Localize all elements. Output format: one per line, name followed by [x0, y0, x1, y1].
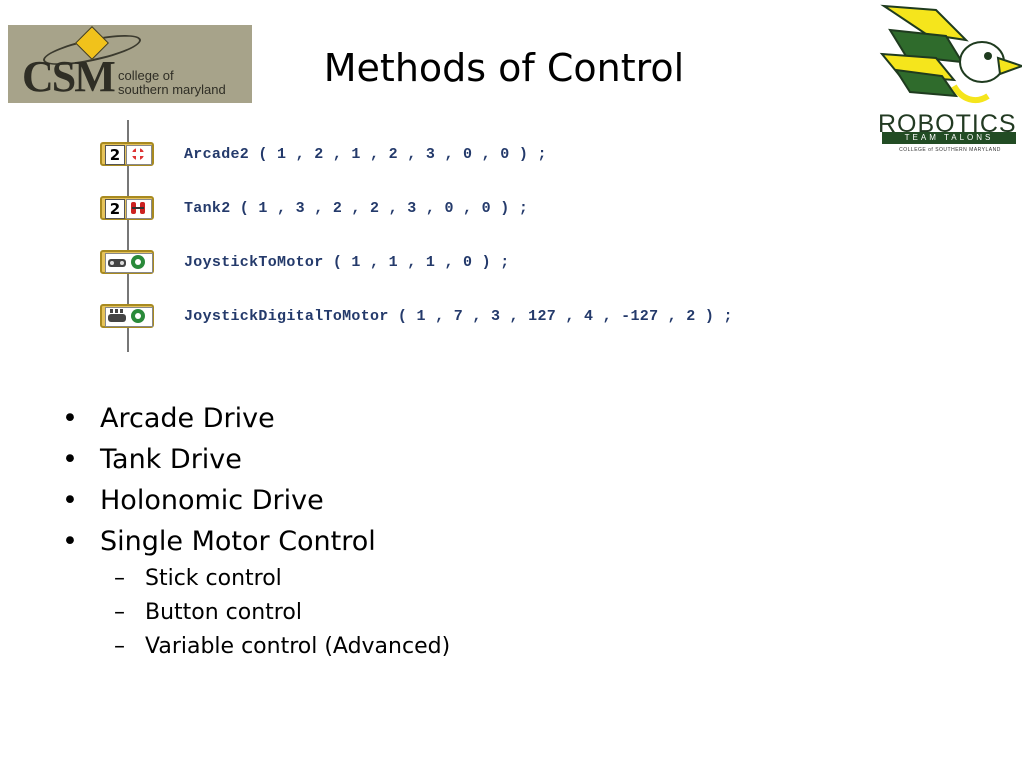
sub-bullet-marker: –	[114, 600, 125, 625]
sub-bullet-marker: –	[114, 566, 125, 591]
joystick-to-motor-icon	[105, 253, 153, 273]
bullet-item: • Arcade Drive	[62, 398, 762, 439]
slide-title: Methods of Control	[323, 46, 685, 90]
code-block-vertical-line	[127, 120, 129, 352]
team-talons-banner: TEAM TALONS	[882, 132, 1016, 144]
joystick-digital-to-motor-icon	[105, 307, 153, 327]
csm-logo: CSM college of southern maryland	[8, 25, 252, 103]
code-row-tank: 2 Tank2 ( 1 , 3 , 2 , 2 , 3 , 0 , 0 ) ;	[96, 194, 876, 224]
bullet-text: Tank Drive	[100, 444, 242, 475]
csm-logo-wordmark: CSM	[22, 52, 116, 101]
joystick-to-motor-block-icon	[100, 250, 154, 274]
sub-bullet-item: –Button control	[62, 596, 762, 630]
csm-logo-tagline: college of southern maryland	[118, 69, 226, 97]
robotics-team-talons-logo: ROBOTICS TEAM TALONS COLLEGE of SOUTHERN…	[876, 0, 1024, 160]
csm-logo-line2: southern maryland	[118, 82, 226, 97]
sub-bullet-text: Variable control (Advanced)	[145, 634, 451, 659]
arcade-block-icon: 2	[100, 142, 154, 166]
sub-bullet-item: –Variable control (Advanced)	[62, 630, 762, 664]
joystick-digital-to-motor-block-icon	[100, 304, 154, 328]
talon-bird-icon	[879, 4, 1024, 104]
code-line: JoystickToMotor ( 1 , 1 , 1 , 0 ) ;	[184, 254, 510, 271]
block-badge: 2	[105, 199, 125, 219]
bullet-text: Holonomic Drive	[100, 485, 324, 516]
bullet-text: Arcade Drive	[100, 403, 275, 434]
robotics-subtitle: COLLEGE of SOUTHERN MARYLAND	[899, 147, 1001, 153]
sub-bullet-text: Stick control	[145, 566, 282, 591]
code-row-joystick-to-motor: JoystickToMotor ( 1 , 1 , 1 , 0 ) ;	[96, 248, 876, 278]
bullet-marker: •	[62, 444, 78, 475]
sub-bullet-text: Button control	[145, 600, 302, 625]
sub-bullet-marker: –	[114, 634, 125, 659]
bullet-marker: •	[62, 526, 78, 557]
code-line: Tank2 ( 1 , 3 , 2 , 2 , 3 , 0 , 0 ) ;	[184, 200, 529, 217]
code-row-joystick-digital-to-motor: JoystickDigitalToMotor ( 1 , 7 , 3 , 127…	[96, 302, 876, 332]
code-line: JoystickDigitalToMotor ( 1 , 7 , 3 , 127…	[184, 308, 733, 325]
arcade-drive-icon	[126, 145, 152, 165]
code-line: Arcade2 ( 1 , 2 , 1 , 2 , 3 , 0 , 0 ) ;	[184, 146, 547, 163]
block-badge: 2	[105, 145, 125, 165]
sub-bullet-item: –Stick control	[62, 562, 762, 596]
bullet-marker: •	[62, 485, 78, 516]
bullet-item: • Single Motor Control	[62, 521, 762, 562]
bullet-marker: •	[62, 403, 78, 434]
bullet-list: • Arcade Drive • Tank Drive • Holonomic Dri…	[62, 398, 762, 664]
code-row-arcade: 2 Arcade2 ( 1 , 2 , 1 , 2 , 3 , 0 , 0 ) …	[96, 140, 876, 170]
tank-block-icon: 2	[100, 196, 154, 220]
bullet-item: • Tank Drive	[62, 439, 762, 480]
code-block: 2 Arcade2 ( 1 , 2 , 1 , 2 , 3 , 0 , 0 ) …	[96, 120, 876, 352]
csm-logo-line1: college of	[118, 68, 174, 83]
tank-drive-icon	[126, 199, 152, 219]
bullet-text: Single Motor Control	[100, 526, 376, 557]
bullet-item: • Holonomic Drive	[62, 480, 762, 521]
